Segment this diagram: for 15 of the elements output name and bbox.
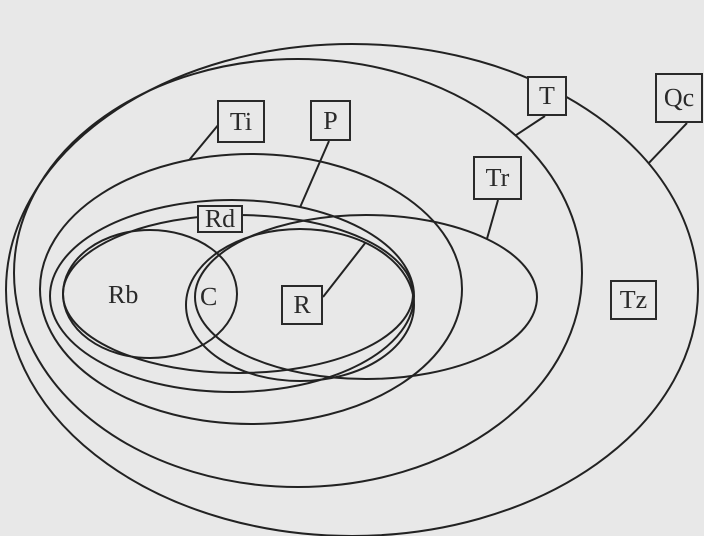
set-label: Tz [610,280,657,320]
set-label: Ti [217,100,265,143]
set-label: T [527,76,567,116]
region-label: C [200,284,218,310]
set-label: Rb [108,282,138,308]
set-label: P [310,100,351,141]
set-label: Rd [197,205,243,233]
leader-line [515,115,546,136]
leader-line [188,123,220,161]
set-label: R [281,285,323,325]
set-label: Tr [473,156,522,200]
leader-line [648,122,688,164]
leader-line [486,200,499,240]
set-label: Qc [655,73,703,123]
leader-line [299,140,330,208]
